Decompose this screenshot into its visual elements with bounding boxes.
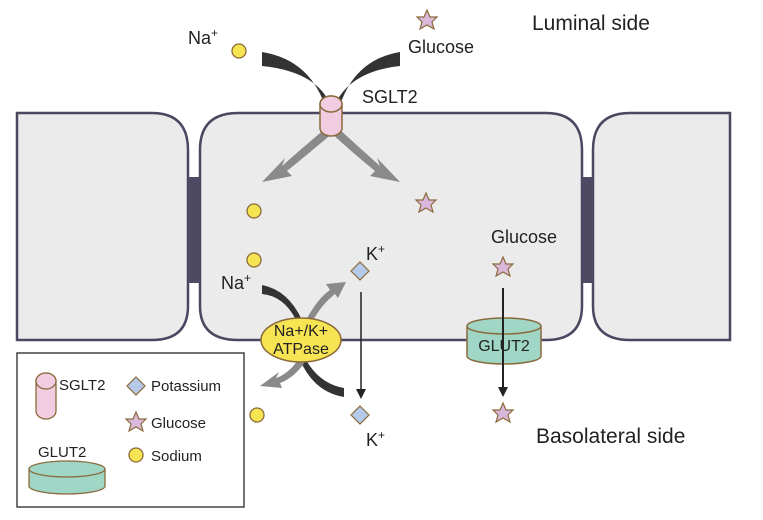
sglt2-transporter-icon (319, 95, 343, 137)
luminal-side-label: Luminal side (532, 12, 650, 35)
legend-potassium-label: Potassium (151, 378, 221, 395)
molecules (231, 8, 515, 425)
tight-junction-right (582, 177, 593, 283)
right-cell (591, 111, 732, 342)
atpase-gray-arrow-up (306, 282, 346, 322)
legend-potassium-icon (126, 376, 146, 396)
atpase-label-line1: Na+/K+ (274, 323, 328, 340)
glucose-icon (415, 8, 439, 31)
glucose-icon (491, 401, 515, 424)
legend-sodium-icon (128, 447, 144, 463)
sodium-icon (231, 43, 247, 59)
cells (15, 111, 732, 342)
atpase-label-line2: ATPase (273, 341, 329, 358)
sodium-mid-label: Na+ (221, 271, 251, 293)
left-cell (15, 111, 190, 342)
sglt2-right-gray-arrow (330, 128, 400, 182)
legend-glucose-label: Glucose (151, 415, 206, 432)
potassium-icon (350, 405, 370, 425)
glucose-top-label: Glucose (408, 37, 474, 57)
atpase-gray-arrow-down (260, 360, 305, 388)
atpase-icon (260, 317, 342, 363)
sglt2-left-arc (262, 52, 333, 112)
legend-sodium-label: Sodium (151, 448, 202, 465)
legend-sglt2-label: SGLT2 (59, 377, 105, 394)
glut2-label: GLUT2 (478, 338, 530, 355)
tight-junction-left (188, 177, 200, 283)
sglt2-right-arc (332, 52, 400, 112)
atpase-dark-arc-top (262, 285, 302, 320)
potassium-top-label: K+ (366, 242, 385, 264)
legend-glut2-label: GLUT2 (38, 444, 86, 461)
sglt2-transporter-group (262, 52, 400, 182)
legend: SGLT2 GLUT2 Potassium Glucose Sodium (16, 352, 245, 508)
basolateral-side-label: Basolateral side (536, 425, 685, 448)
sglt2-left-gray-arrow (262, 128, 334, 182)
potassium-bottom-label: K+ (366, 428, 385, 450)
atpase-dark-arc-bottom (300, 360, 344, 397)
glucose-cell-label: Glucose (491, 227, 557, 247)
atpase-group: Na+/K+ ATPase (260, 282, 346, 397)
labels: Luminal side Basolateral side Na+ Glucos… (188, 12, 685, 450)
sglt2-label: SGLT2 (362, 87, 418, 107)
potassium-icon (350, 261, 370, 281)
legend-glut2-icon (28, 460, 106, 495)
legend-sglt2-icon (35, 372, 57, 420)
center-cell (198, 111, 584, 342)
sodium-icon (249, 407, 265, 423)
glucose-icon (491, 255, 515, 278)
glut2-group: GLUT2 (466, 288, 542, 397)
legend-glucose-icon (124, 410, 148, 433)
glucose-icon (414, 191, 438, 214)
sodium-icon (246, 252, 262, 268)
sodium-top-label: Na+ (188, 26, 218, 48)
sodium-icon (246, 203, 262, 219)
